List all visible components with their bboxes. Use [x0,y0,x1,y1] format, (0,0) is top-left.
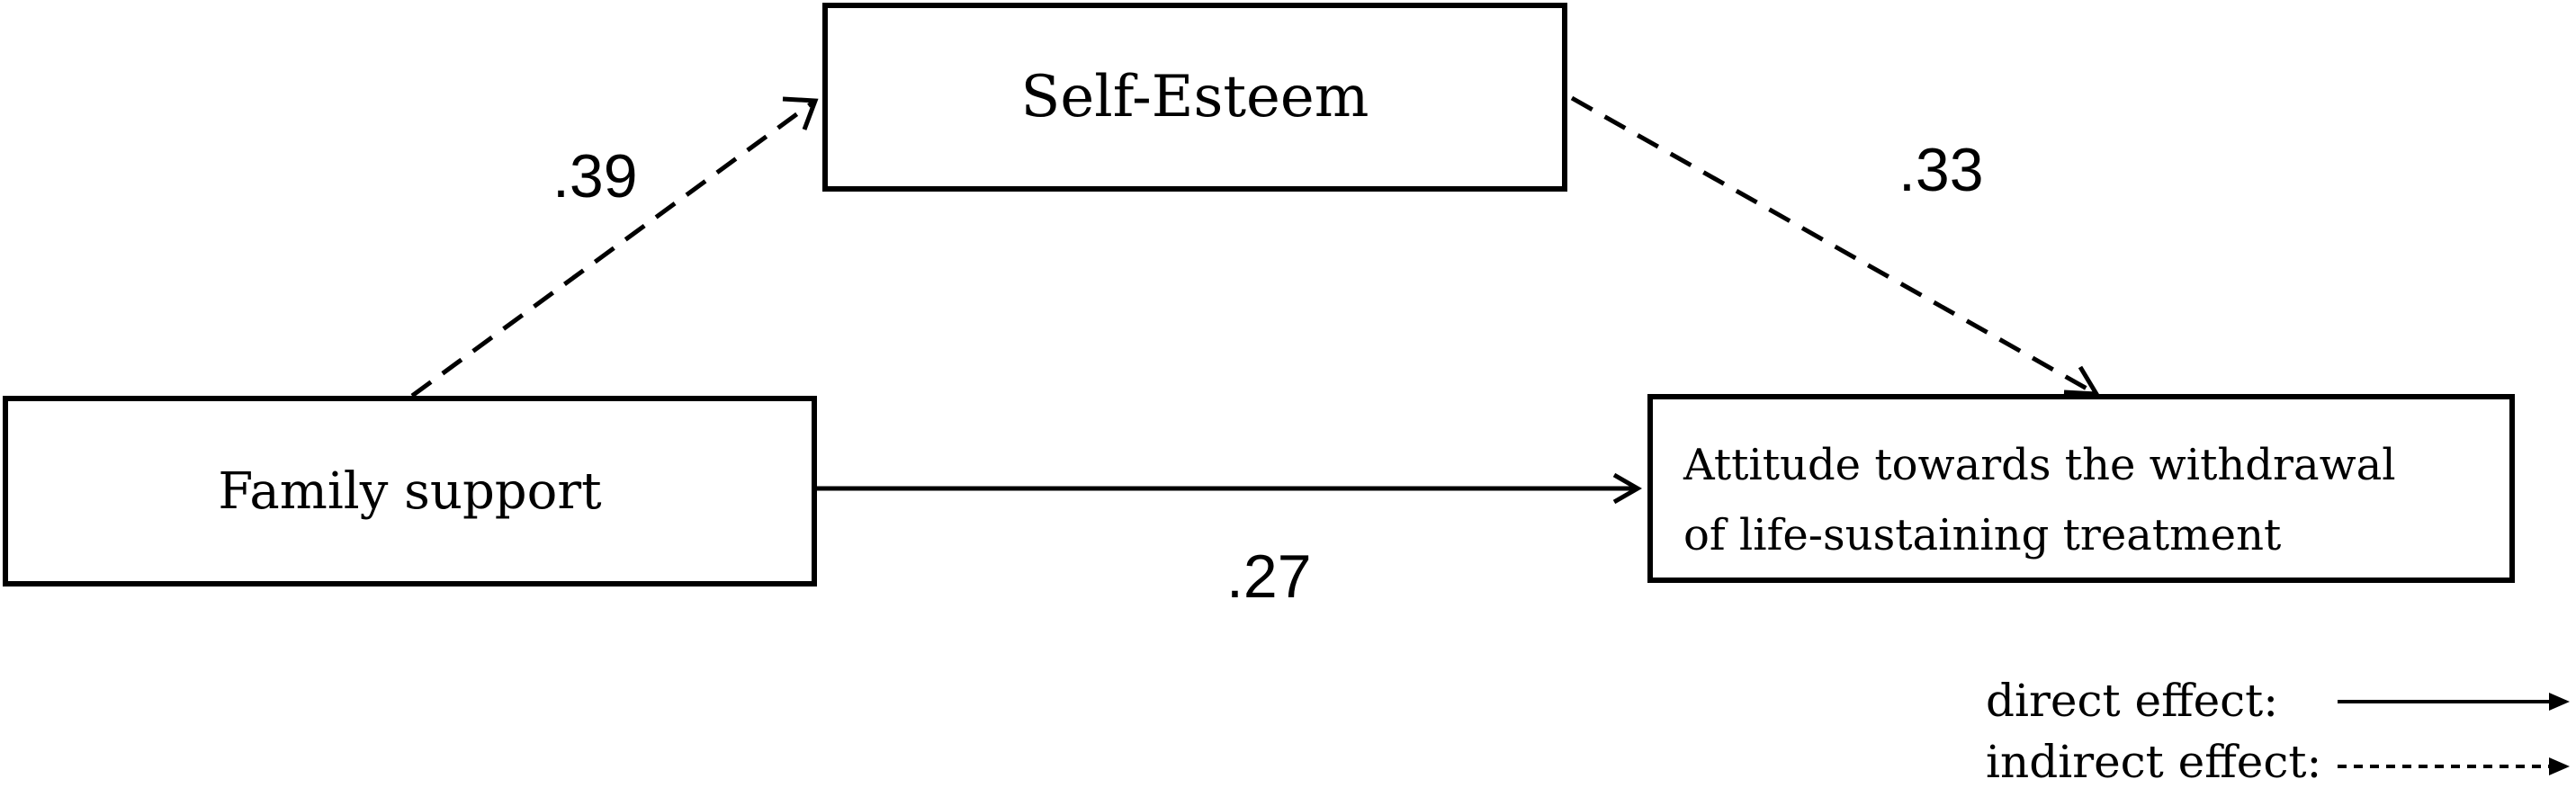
coefficient-family-to-outcome: .27 [1226,542,1312,611]
arrowhead-selfesteem [782,96,819,130]
family-support-label: Family support [218,461,602,521]
family-support-box: Family support [3,396,817,587]
arrowhead-outcome-direct [1612,472,1643,505]
outcome-label-line2: of life-sustaining treatment [1683,510,2282,560]
self-esteem-box: Self-Esteem [822,3,1567,192]
coefficient-family-to-selfesteem: .39 [552,142,638,210]
self-esteem-label: Self-Esteem [1020,64,1369,130]
outcome-label-line1: Attitude towards the withdrawal [1683,440,2396,490]
legend-direct-label: direct effect: [1986,675,2279,727]
legend-direct-arrowhead [2549,693,2570,711]
legend-indirect-label: indirect effect: [1986,736,2322,788]
arrow-selfesteem-to-outcome [1570,95,2098,397]
outcome-box: Attitude towards the withdrawal of life-… [1647,394,2515,583]
legend-indirect-arrowhead [2549,757,2570,775]
arrow-family-to-selfesteem [410,98,817,398]
coefficient-selfesteem-to-outcome: .33 [1898,136,1984,204]
